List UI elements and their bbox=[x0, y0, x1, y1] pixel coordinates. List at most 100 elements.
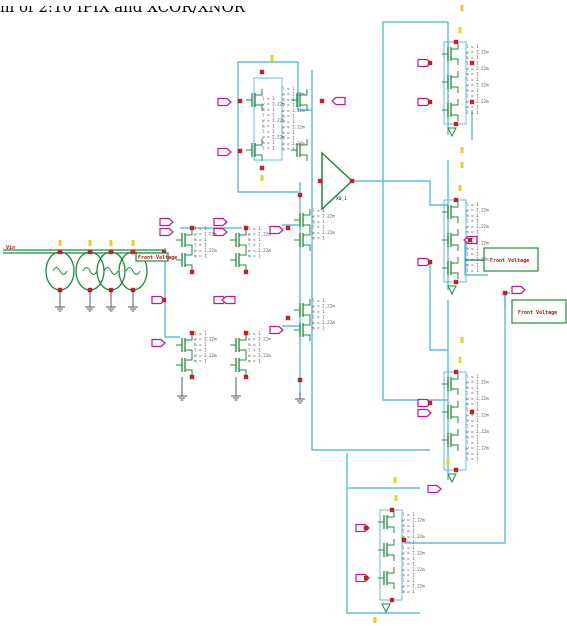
transistor-source bbox=[239, 244, 247, 251]
io-port bbox=[221, 295, 236, 305]
param-text: l = 1 bbox=[248, 331, 261, 336]
param-text: m = 1 bbox=[466, 72, 479, 77]
param-text: w = 2.22m bbox=[194, 232, 217, 237]
transistor-source bbox=[300, 104, 308, 111]
param-text: l = 1 bbox=[262, 146, 275, 151]
net-label bbox=[109, 240, 113, 246]
param-text: m = 1 bbox=[194, 359, 207, 364]
param-text: w = 2.22m bbox=[466, 66, 489, 71]
param-text: m = 1 bbox=[312, 309, 325, 314]
pin-dot bbox=[469, 99, 475, 105]
io-port bbox=[417, 408, 432, 418]
transistor-drain bbox=[451, 99, 459, 106]
pin-dot bbox=[469, 409, 475, 415]
transistor-source bbox=[185, 349, 193, 356]
param-text: w = 2.22m bbox=[282, 125, 305, 130]
pin-dot bbox=[259, 165, 265, 171]
pin-dot bbox=[453, 39, 459, 45]
param-text: w = 2.22m bbox=[466, 429, 489, 434]
param-text: w = 2.22m bbox=[194, 248, 217, 253]
pin-dot bbox=[467, 237, 473, 243]
pin-dot bbox=[243, 330, 249, 336]
pin-dot bbox=[161, 297, 167, 303]
net-label bbox=[58, 240, 62, 246]
io-port bbox=[331, 96, 346, 106]
param-text: m = 1 bbox=[312, 326, 325, 331]
param-text: w = 2.22m bbox=[262, 118, 285, 123]
stim-text: Vin bbox=[6, 245, 15, 251]
transistor-source bbox=[451, 86, 459, 93]
wire bbox=[383, 180, 448, 206]
transistor-drain bbox=[185, 334, 193, 341]
transistor-source bbox=[239, 264, 247, 271]
param-text: l = 1 bbox=[466, 44, 479, 49]
param-text: m = 1 bbox=[466, 105, 479, 110]
param-text: m = 1 bbox=[466, 435, 479, 440]
devices bbox=[45, 5, 567, 623]
transistor-drain bbox=[451, 401, 459, 408]
io-port bbox=[511, 285, 526, 295]
wire bbox=[311, 70, 430, 451]
param-text: m = 1 bbox=[312, 219, 325, 224]
output-arrow bbox=[447, 473, 457, 484]
transistor-source bbox=[451, 388, 459, 395]
transistor-drain bbox=[451, 201, 459, 208]
wires bbox=[3, 21, 510, 614]
transistor-source bbox=[239, 369, 247, 376]
param-text: l = 1 bbox=[282, 136, 295, 141]
param-text: m = 1 bbox=[262, 107, 275, 112]
param-text: l = 1 bbox=[466, 424, 479, 429]
param-text: m = 1 bbox=[282, 147, 295, 152]
pin-dot bbox=[427, 99, 433, 105]
param-text: w = 2.22m bbox=[248, 248, 271, 253]
wire bbox=[352, 21, 448, 182]
pin-dot bbox=[189, 330, 195, 336]
transistor-source bbox=[387, 526, 395, 533]
param-text: w = 2.22m bbox=[466, 380, 489, 385]
param-text: l = 1 bbox=[248, 348, 261, 353]
param-text: l = 1 bbox=[402, 562, 415, 567]
param-text: m = 1 bbox=[402, 540, 415, 545]
net-label bbox=[446, 459, 450, 465]
transistor-source bbox=[255, 104, 263, 111]
param-text: l = 1 bbox=[312, 208, 325, 213]
param-text: m = 1 bbox=[282, 114, 295, 119]
transistor-drain bbox=[451, 257, 459, 264]
transistor-drain bbox=[387, 539, 395, 546]
pin-dot bbox=[243, 374, 249, 380]
transistor-drain bbox=[387, 511, 395, 518]
param-text: m = 1 bbox=[194, 237, 207, 242]
pin-dot bbox=[389, 597, 395, 603]
param-text: m = 1 bbox=[466, 402, 479, 407]
output-arrow bbox=[447, 127, 457, 138]
param-text: w = 2.22m bbox=[402, 518, 425, 523]
net-label bbox=[373, 617, 377, 623]
output-arrow bbox=[381, 603, 391, 614]
net-label bbox=[460, 147, 464, 153]
pin-dot bbox=[189, 225, 195, 231]
net-label bbox=[131, 240, 135, 246]
pin-dot bbox=[453, 197, 459, 203]
param-text: l = 1 bbox=[466, 440, 479, 445]
transistor-source bbox=[239, 349, 247, 356]
param-text: m = 1 bbox=[248, 359, 261, 364]
param-text: w = 2.22m bbox=[282, 92, 305, 97]
net-label bbox=[394, 495, 398, 501]
param-text: l = 1 bbox=[466, 77, 479, 82]
wire bbox=[429, 262, 448, 351]
param-text: l = 1 bbox=[466, 391, 479, 396]
source-wave bbox=[125, 267, 141, 275]
source-wave bbox=[82, 267, 98, 275]
param-text: l = 1 bbox=[466, 61, 479, 66]
param-text: m = 1 bbox=[248, 342, 261, 347]
pin-dot bbox=[427, 259, 433, 265]
transistor-source bbox=[451, 444, 459, 451]
param-text: m = 1 bbox=[402, 573, 415, 578]
net-label bbox=[393, 477, 397, 483]
param-text: w = 2.22m bbox=[466, 413, 489, 418]
wire bbox=[382, 181, 448, 401]
param-text: m = 1 bbox=[402, 523, 415, 528]
net-label bbox=[458, 185, 462, 191]
